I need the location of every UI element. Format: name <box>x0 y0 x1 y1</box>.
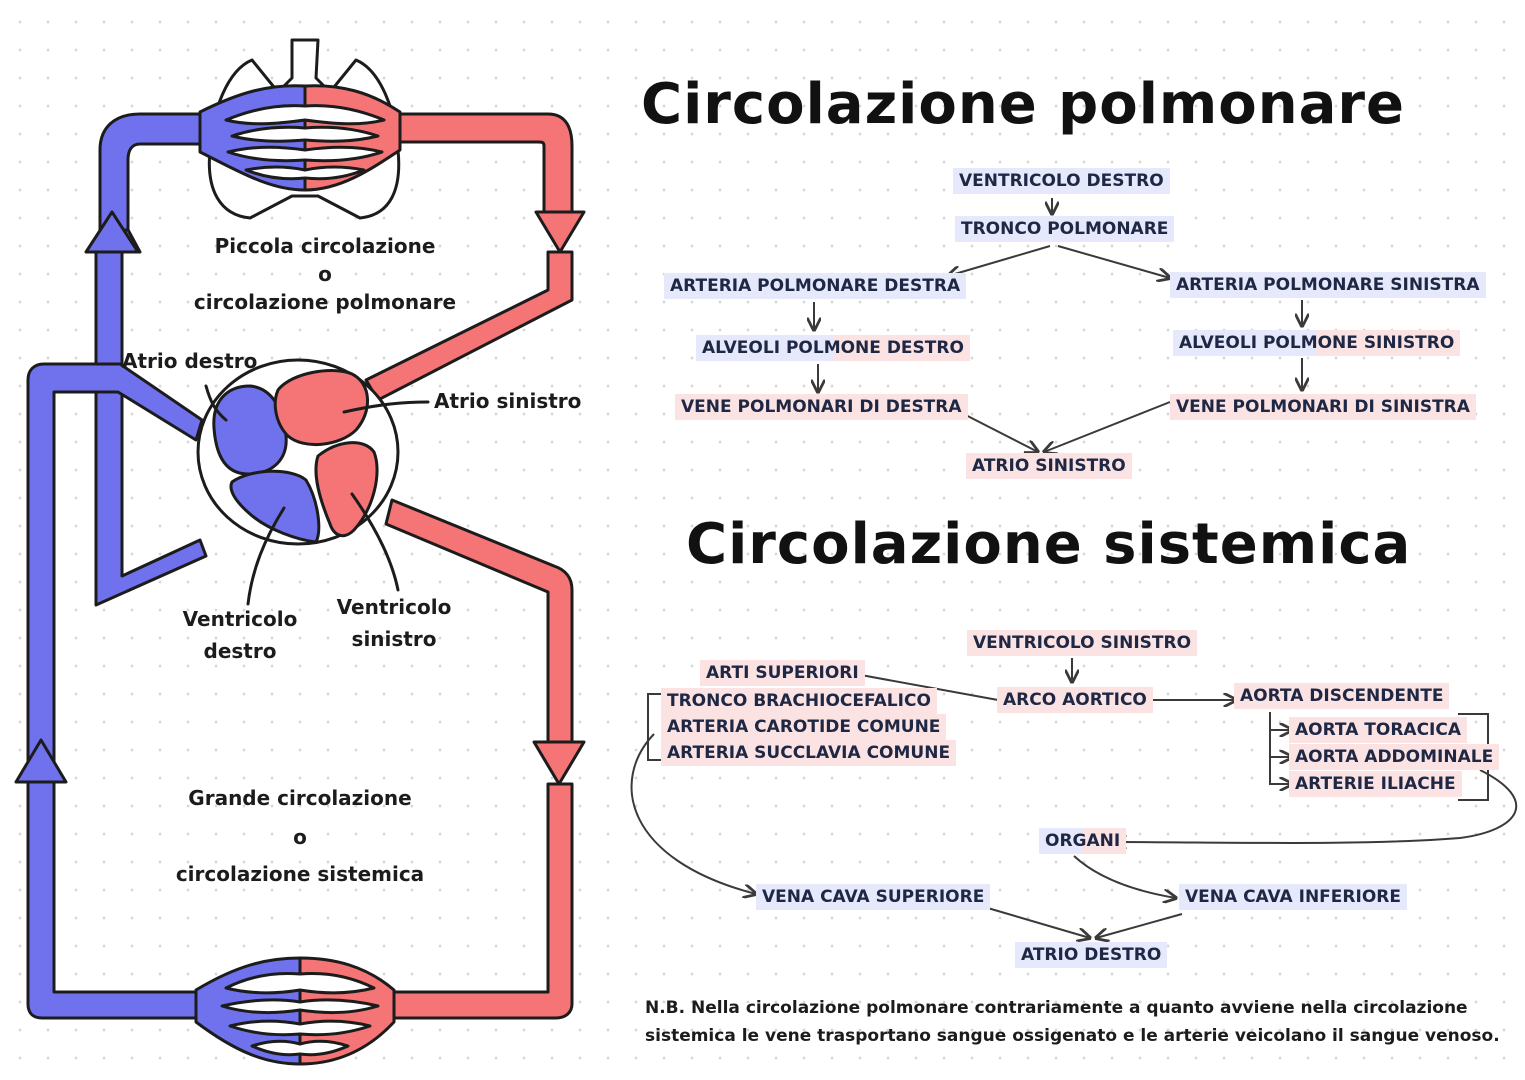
red-arrow-down-bottom <box>532 740 586 786</box>
node-alveoli-polmone-destro: ALVEOLI POLMONE DESTRO <box>696 335 970 361</box>
node-arteria-polmonare-destra: ARTERIA POLMONARE DESTRA <box>664 273 967 299</box>
node-arteria-polmonare-sinistra: ARTERIA POLMONARE SINISTRA <box>1170 272 1486 298</box>
node-arco-aortico: ARCO AORTICO <box>997 687 1153 713</box>
blue-arrow-up <box>84 210 140 254</box>
footnote: N.B. Nella circolazione polmonare contra… <box>645 994 1505 1050</box>
red-vessel-systemic <box>384 498 574 744</box>
heart-left-ventricle <box>314 441 379 538</box>
node-vene-polmonari-sinistra: VENE POLMONARI DI SINISTRA <box>1170 394 1476 420</box>
label-grande-o: o <box>293 825 307 849</box>
node-aorta-addominale: AORTA ADDOMINALE <box>1289 744 1500 770</box>
blue-vessel-systemic <box>26 362 204 782</box>
footnote-line-1: N.B. Nella circolazione polmonare contra… <box>645 998 1468 1018</box>
label-circolazione-polmonare: circolazione polmonare <box>193 290 457 314</box>
node-atrio-sinistro: ATRIO SINISTRO <box>966 453 1132 479</box>
label-atrio-sinistro: Atrio sinistro <box>434 389 582 413</box>
red-arrow-down-top <box>534 210 586 254</box>
label-piccola-circolazione: Piccola circolazione <box>214 234 436 258</box>
node-arteria-succlavia-comune: ARTERIA SUCCLAVIA COMUNE <box>661 740 957 766</box>
node-arterie-iliache: ARTERIE ILIACHE <box>1289 771 1462 797</box>
label-circolazione-sistemica: circolazione sistemica <box>175 862 425 886</box>
label-ventricolo-sinistro-1: Ventricolo <box>336 595 452 619</box>
title-circolazione-sistemica: Circolazione sistemica <box>686 512 1412 577</box>
node-arteria-carotide-comune: ARTERIA CAROTIDE COMUNE <box>661 714 947 740</box>
node-aorta-toracica: AORTA TORACICA <box>1289 717 1468 743</box>
heart-right-ventricle <box>229 469 321 544</box>
node-organi: ORGANI <box>1039 828 1127 854</box>
circulation-illustration <box>14 38 586 1066</box>
node-arti-superiori: ARTI SUPERIORI <box>700 660 865 686</box>
node-tronco-brachiocefalico: TRONCO BRACHIOCEFALICO <box>661 688 937 714</box>
label-grande-circolazione: Grande circolazione <box>188 786 412 810</box>
node-ventricolo-destro: VENTRICOLO DESTRO <box>953 168 1170 194</box>
title-circolazione-polmonare: Circolazione polmonare <box>641 72 1405 137</box>
node-vene-polmonari-destra: VENE POLMONARI DI DESTRA <box>675 394 968 420</box>
label-ventricolo-sinistro-2: sinistro <box>351 627 437 651</box>
label-piccola-o: o <box>318 262 332 286</box>
footnote-line-2: sistemica le vene trasportano sangue oss… <box>645 1026 1500 1046</box>
label-atrio-destro: Atrio destro <box>122 349 258 373</box>
node-alveoli-polmone-sinistro: ALVEOLI POLMONE SINISTRO <box>1173 330 1461 356</box>
label-ventricolo-destro-1: Ventricolo <box>182 607 298 631</box>
node-tronco-polmonare: TRONCO POLMONARE <box>955 216 1175 242</box>
node-vena-cava-inferiore: VENA CAVA INFERIORE <box>1179 884 1407 910</box>
heart-left-atrium <box>273 369 369 447</box>
node-atrio-destro: ATRIO DESTRO <box>1015 942 1168 968</box>
node-aorta-discendente: AORTA DISCENDENTE <box>1234 683 1450 709</box>
node-vena-cava-superiore: VENA CAVA SUPERIORE <box>756 884 991 910</box>
node-ventricolo-sinistro: VENTRICOLO SINISTRO <box>967 630 1198 656</box>
label-ventricolo-destro-2: destro <box>203 639 277 663</box>
